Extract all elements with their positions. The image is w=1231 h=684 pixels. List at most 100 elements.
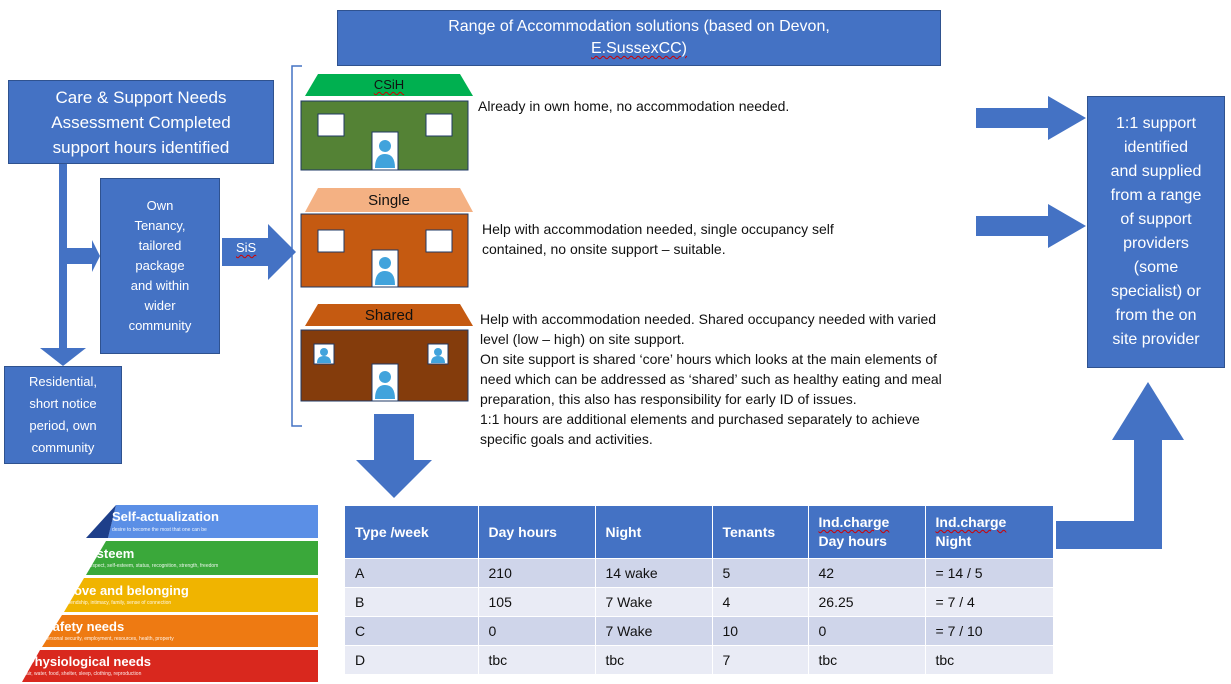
houses-bracket xyxy=(291,65,302,427)
assessment-line3: support hours identified xyxy=(52,137,230,157)
table-cell: = 7 / 10 xyxy=(925,616,1054,646)
arrow-down-to-table xyxy=(356,414,432,498)
table-cell: 0 xyxy=(808,616,926,646)
support-providers-box: 1:1 support identified and supplied from… xyxy=(1087,96,1225,368)
header-type: Type /week xyxy=(345,506,479,559)
header-tenants: Tenants xyxy=(712,506,809,559)
own-tenancy-line7: community xyxy=(128,318,192,333)
pyramid-label-5: Physiological needs xyxy=(26,654,151,669)
maslow-pyramid xyxy=(22,505,318,682)
table-row: B 105 7 Wake 4 26.25 = 7 / 4 xyxy=(345,587,1054,617)
support-line: specialist) or xyxy=(1111,283,1201,300)
cost-table-wrapper: Type /week Day hours Night Tenants Ind.c… xyxy=(345,506,1054,674)
table-cell: 26.25 xyxy=(808,587,926,617)
own-tenancy-line5: and within xyxy=(130,278,190,293)
support-line: and supplied xyxy=(1110,163,1202,180)
table-cell: 10 xyxy=(712,616,809,646)
table-row: C 0 7 Wake 10 0 = 7 / 10 xyxy=(345,616,1054,646)
shared-description-line: Help with accommodation needed. Shared o… xyxy=(480,311,937,327)
table-row: A 210 14 wake 5 42 = 14 / 5 xyxy=(345,558,1054,588)
header-day-hours: Day hours xyxy=(478,506,596,559)
residential-line2: short notice xyxy=(29,396,97,411)
shared-description-line: preparation, this also has responsibilit… xyxy=(480,391,857,407)
csih-description: Already in own home, no accommodation ne… xyxy=(478,98,790,114)
pyramid-sub-3: friendship, intimacy, family, sense of c… xyxy=(66,600,172,606)
assessment-box: Care & Support Needs Assessment Complete… xyxy=(8,80,274,164)
pyramid-label-4: Safety needs xyxy=(44,619,125,634)
single-label: Single xyxy=(368,192,410,209)
single-description: Help with accommodation needed, single o… xyxy=(482,219,972,259)
sis-arrow xyxy=(222,224,296,280)
residential-line3: period, own xyxy=(29,418,97,433)
shared-description-line: specific goals and activities. xyxy=(480,431,653,447)
single-description-line2: contained, no onsite support – suitable. xyxy=(482,241,726,257)
shared-description-line: On site support is shared ‘core’ hours w… xyxy=(480,351,938,367)
own-tenancy-box: Own Tenancy, tailored package and within… xyxy=(100,178,220,354)
header-night: Night xyxy=(595,506,713,559)
pyramid-level-1 xyxy=(108,505,318,538)
table-cell: D xyxy=(345,645,479,674)
table-cell: 5 xyxy=(712,558,809,588)
pyramid-label-2: Esteem xyxy=(88,546,135,561)
own-tenancy-line6: wider xyxy=(144,298,176,313)
assessment-line1: Care & Support Needs xyxy=(55,87,227,107)
pyramid-sub-4: personal security, employment, resources… xyxy=(44,636,174,642)
sis-label: SiS xyxy=(236,240,257,255)
csih-house xyxy=(300,74,473,171)
arrow-to-own-tenancy-shaft xyxy=(63,248,95,264)
table-cell: tbc xyxy=(925,645,1054,674)
csih-label: CSiH xyxy=(373,77,405,92)
own-tenancy-line3: tailored xyxy=(138,238,182,253)
pyramid-level-3 xyxy=(64,578,318,612)
support-line: site provider xyxy=(1112,331,1200,348)
single-description-line1: Help with accommodation needed, single o… xyxy=(482,221,834,237)
table-row: D tbc tbc 7 tbc tbc xyxy=(345,645,1054,674)
table-cell: 7 xyxy=(712,645,809,674)
single-house xyxy=(300,188,473,288)
assessment-line2: Assessment Completed xyxy=(51,112,231,132)
table-cell: C xyxy=(345,616,479,646)
table-cell: 0 xyxy=(478,616,596,646)
title-line1: Range of Accommodation solutions (based … xyxy=(448,18,830,35)
table-to-support-shaft-v xyxy=(1134,440,1162,549)
title-box: Range of Accommodation solutions (based … xyxy=(337,10,941,66)
pyramid-sub-1: desire to become the most that one can b… xyxy=(112,527,207,533)
pyramid-label-3: Love and belonging xyxy=(66,583,189,598)
residential-line1: Residential, xyxy=(29,374,97,389)
table-header-row: Type /week Day hours Night Tenants Ind.c… xyxy=(345,506,1054,559)
title-line2: E.SussexCC) xyxy=(590,40,688,57)
arrow-csih-to-support xyxy=(976,96,1086,140)
cost-table: Type /week Day hours Night Tenants Ind.c… xyxy=(345,506,1054,674)
pyramid-level-5 xyxy=(22,650,318,682)
own-tenancy-line1: Own xyxy=(146,198,174,213)
own-tenancy-line2: Tenancy, xyxy=(134,218,186,233)
table-cell: 7 Wake xyxy=(595,587,713,617)
support-line: (some xyxy=(1133,259,1179,276)
support-line: from the on xyxy=(1115,307,1197,324)
arrow-to-own-tenancy-head xyxy=(92,240,100,272)
table-cell: = 7 / 4 xyxy=(925,587,1054,617)
support-line: of support xyxy=(1120,211,1192,228)
shared-description-line: level (low – high) on site support. xyxy=(480,331,685,347)
table-cell: 4 xyxy=(712,587,809,617)
table-cell: = 14 / 5 xyxy=(925,558,1054,588)
table-to-support-head xyxy=(1112,382,1184,440)
shared-description-line: 1:1 hours are additional elements and pu… xyxy=(480,411,920,427)
shared-description-line: need which can be addressed as ‘shared’ … xyxy=(480,371,942,387)
table-cell: 42 xyxy=(808,558,926,588)
table-cell: tbc xyxy=(595,645,713,674)
residential-line4: community xyxy=(31,440,95,455)
support-line: identified xyxy=(1123,139,1189,156)
pyramid-level-4 xyxy=(42,615,318,647)
table-cell: tbc xyxy=(478,645,596,674)
pyramid-label-1: Self-actualization xyxy=(112,509,219,524)
support-line: providers xyxy=(1123,235,1189,252)
pyramid-sub-2: respect, self-esteem, status, recognitio… xyxy=(88,563,219,569)
table-cell: 210 xyxy=(478,558,596,588)
arrow-to-residential xyxy=(40,348,86,366)
shared-house xyxy=(300,304,473,402)
table-cell: 105 xyxy=(478,587,596,617)
